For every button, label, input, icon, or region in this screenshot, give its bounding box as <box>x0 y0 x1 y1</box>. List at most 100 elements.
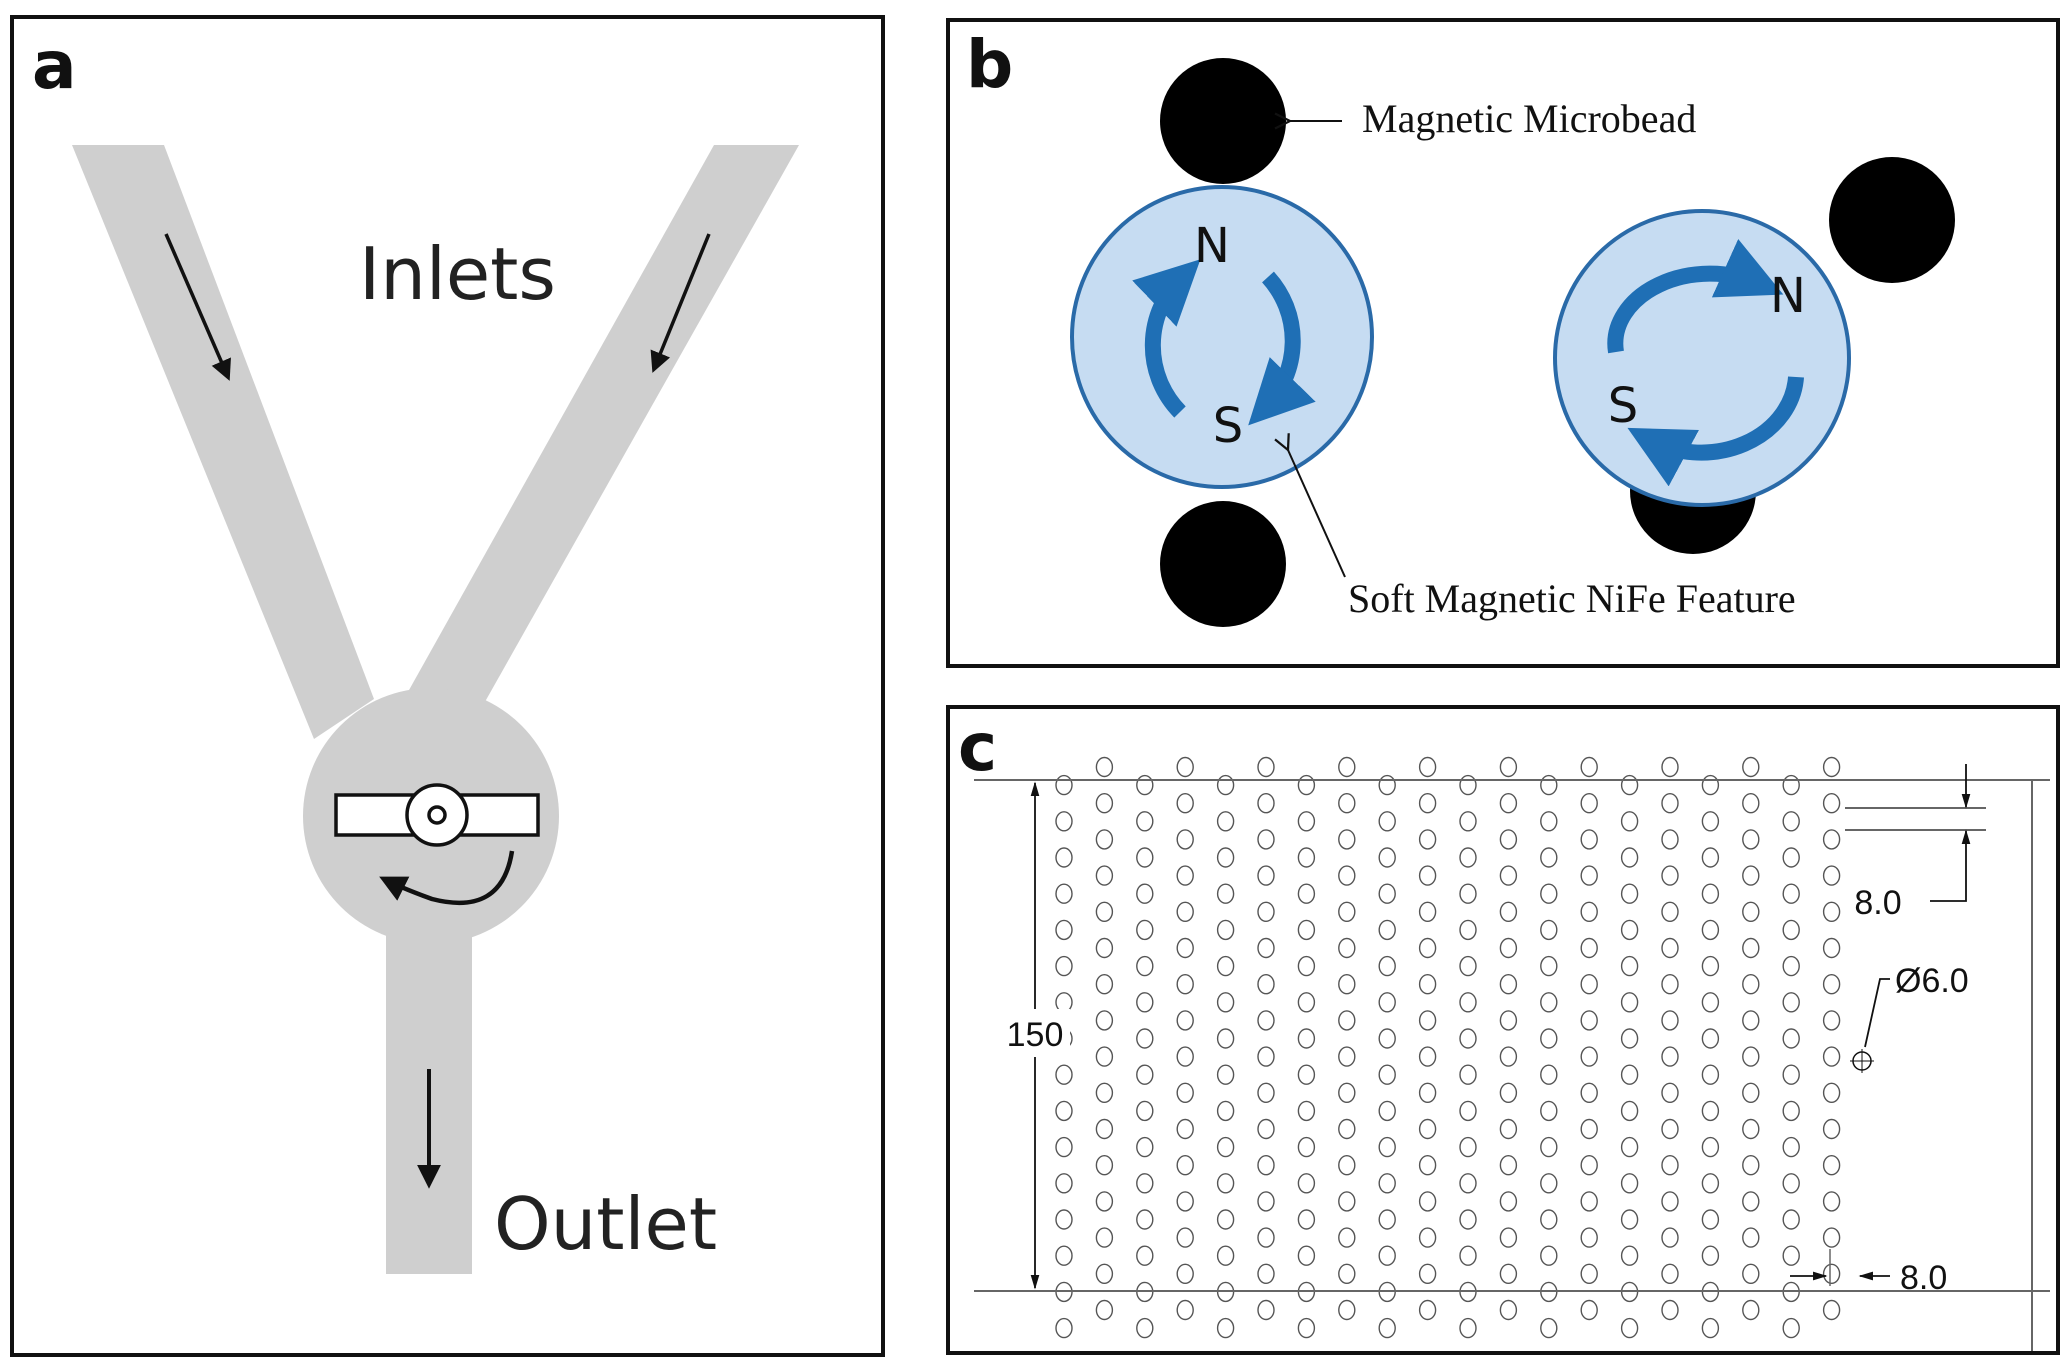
pillar <box>1620 1173 1639 1194</box>
pillar <box>1620 1245 1639 1266</box>
pillar <box>1620 811 1639 832</box>
pillar <box>1540 992 1558 1013</box>
pillar <box>1459 1173 1477 1194</box>
pillar <box>1580 974 1598 995</box>
pillar <box>1459 1136 1477 1158</box>
pillar <box>1701 1136 1720 1158</box>
pillar <box>1176 1155 1194 1176</box>
pillar <box>1661 792 1679 814</box>
pillar <box>1055 992 1073 1013</box>
pillar <box>1701 774 1720 796</box>
pillar <box>1055 955 1073 977</box>
magnetic-feature-diagram: N S N S Magnetic Microbead Soft Magnetic… <box>1070 58 1955 627</box>
pillar <box>1418 1010 1437 1031</box>
pillar <box>1338 792 1356 814</box>
pillar <box>1459 847 1477 868</box>
pillar <box>1459 1209 1477 1230</box>
pillar <box>1701 1173 1720 1194</box>
pillar <box>1418 1227 1437 1248</box>
pillar <box>1540 1173 1558 1194</box>
pillar <box>1257 1299 1275 1321</box>
pillar <box>1176 1299 1194 1321</box>
pillar <box>1540 1136 1558 1158</box>
pillar <box>1297 774 1316 796</box>
pillar <box>1540 955 1558 977</box>
pillar <box>1378 774 1396 796</box>
pillar <box>1499 1263 1518 1284</box>
pillar <box>1055 919 1073 941</box>
pillar <box>1459 774 1477 796</box>
pillar <box>1782 1209 1800 1230</box>
pillar <box>1136 774 1154 796</box>
pillar <box>1378 1173 1396 1194</box>
pillar <box>1620 1209 1639 1230</box>
pillar <box>1661 1082 1679 1103</box>
pillar <box>1822 1155 1841 1176</box>
pillar <box>1499 901 1518 923</box>
pillar <box>1418 1118 1437 1140</box>
pillar <box>1742 1118 1760 1140</box>
pillar <box>1055 1245 1073 1266</box>
pillar <box>1378 1064 1396 1085</box>
pillar <box>1176 1227 1194 1248</box>
pillar <box>1338 937 1356 959</box>
pillar <box>1418 1082 1437 1103</box>
pillar <box>1378 1245 1396 1266</box>
pillar <box>1459 811 1477 832</box>
pillar <box>1136 1173 1154 1194</box>
pillar <box>1418 1263 1437 1284</box>
pillar <box>1297 1317 1316 1339</box>
pillar <box>1742 1299 1760 1321</box>
pillar <box>1095 1299 1114 1321</box>
pillar <box>1176 974 1194 995</box>
pillar <box>1378 1317 1396 1339</box>
pillar <box>1257 1227 1275 1248</box>
pillar <box>1176 1046 1194 1067</box>
pillar <box>1782 955 1800 977</box>
pillar <box>1822 1263 1841 1284</box>
pillar <box>1742 756 1760 778</box>
panel-c-pillar-array-drawing: c 150 8.0 Ø6.0 8.0 <box>946 705 2060 1355</box>
pillar <box>1378 1028 1396 1049</box>
pillar <box>1338 1299 1356 1321</box>
pillar <box>1701 1028 1720 1049</box>
pillar <box>1499 937 1518 959</box>
pillar <box>1620 774 1639 796</box>
pillar <box>1782 847 1800 868</box>
pillar <box>1499 1191 1518 1212</box>
pillar <box>1822 1010 1841 1031</box>
pillar <box>1782 1173 1800 1194</box>
pillar <box>1418 792 1437 814</box>
pillar <box>1216 1028 1235 1049</box>
pillar <box>1418 937 1437 959</box>
pillar <box>1822 756 1841 778</box>
pillar <box>1095 1155 1114 1176</box>
north-pole-label: N <box>1770 268 1806 324</box>
pillar <box>1620 1317 1639 1339</box>
left-inlet-channel <box>72 145 374 739</box>
pillar <box>1782 811 1800 832</box>
pillar <box>1782 883 1800 904</box>
pillar <box>1661 1191 1679 1212</box>
pillar <box>1418 865 1437 886</box>
pillar <box>1095 937 1114 959</box>
pillar <box>1459 1245 1477 1266</box>
pillar <box>1136 1136 1154 1158</box>
pillar <box>1459 955 1477 977</box>
pillar <box>1176 1118 1194 1140</box>
pillar <box>1257 1155 1275 1176</box>
pillar <box>1620 1136 1639 1158</box>
pillar <box>1580 1118 1598 1140</box>
pillar <box>1216 1317 1235 1339</box>
pillar <box>1257 1010 1275 1031</box>
pillar <box>1499 865 1518 886</box>
nife-feature-right <box>1553 209 1851 507</box>
pillar <box>1378 883 1396 904</box>
pillar <box>1580 1299 1598 1321</box>
pillar <box>1661 865 1679 886</box>
pillar <box>1540 1317 1558 1339</box>
pillar <box>1782 1136 1800 1158</box>
pillar <box>1297 1136 1316 1158</box>
pillar <box>1580 792 1598 814</box>
pillar <box>1459 1028 1477 1049</box>
